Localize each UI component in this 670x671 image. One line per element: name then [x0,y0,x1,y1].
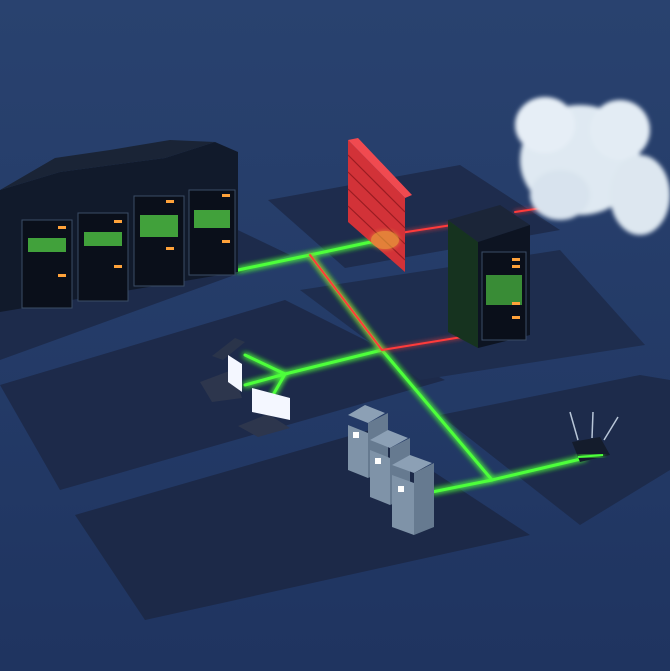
laptops [200,338,290,437]
printers [348,405,434,535]
network-links [236,202,587,494]
cloud [515,97,670,235]
firewall [347,138,412,272]
wifi-router [569,411,619,462]
server-rack-bank [0,140,238,312]
dmz-server-rack [448,205,530,348]
